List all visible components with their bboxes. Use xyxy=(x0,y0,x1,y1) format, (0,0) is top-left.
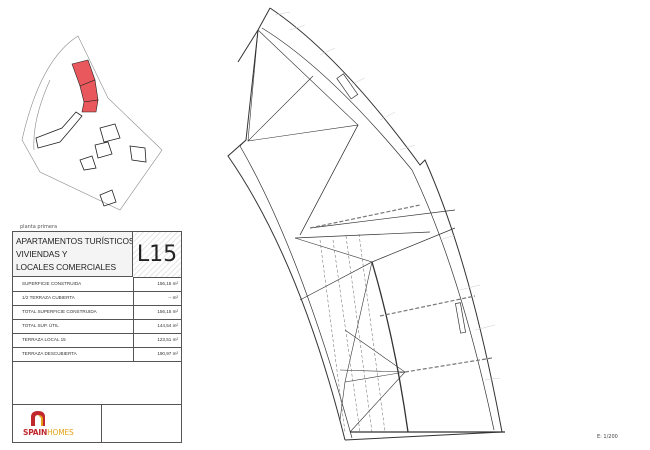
arch-logo-icon xyxy=(31,411,45,426)
table-row: TOTAL SUP. ÚTIL 144,54 m² xyxy=(13,319,181,334)
cell-divider xyxy=(133,291,134,305)
room-divider-lines xyxy=(294,209,456,301)
row-value: 144,54 m² xyxy=(157,323,178,328)
inner-wall-2 xyxy=(239,139,353,439)
cell-divider xyxy=(133,333,134,347)
row-label: TOTAL SUP. ÚTIL xyxy=(22,323,59,328)
key-plan-caption: planta primera xyxy=(20,224,58,230)
logo-text: HOMES xyxy=(47,428,74,437)
unit-code: L15 xyxy=(133,232,181,278)
row-label: SUPERFICIE CONSTRUIDA xyxy=(22,281,82,286)
project-title: APARTAMENTOS TURÍSTICOS, VIVIENDAS Y LOC… xyxy=(13,232,133,277)
outer-wall xyxy=(237,7,503,441)
stair-lines xyxy=(319,233,386,433)
row-label: TERRAZA LOCAL 15 xyxy=(22,337,66,342)
hatching xyxy=(274,11,501,381)
inner-wall xyxy=(227,29,346,441)
roof-slope-lines xyxy=(247,75,314,142)
key-plan xyxy=(21,35,163,211)
roof-slope-lines xyxy=(247,29,359,236)
other-units xyxy=(35,111,147,207)
outer-wall-inner-line xyxy=(261,27,495,431)
cell-divider xyxy=(133,305,134,319)
cell-divider xyxy=(133,277,134,291)
room-divider-lines xyxy=(339,369,406,383)
roof-slope-lines xyxy=(299,124,359,236)
row-value: 156,15 m² xyxy=(157,309,178,314)
table-row: SUPERFICIE CONSTRUIDA 156,15 m² xyxy=(13,277,181,292)
row-value: 156,15 m² xyxy=(157,281,178,286)
highlighted-unit xyxy=(71,59,99,113)
table-row: TOTAL SUPERFICIE CONSTRUIDA 156,15 m² xyxy=(13,305,181,320)
row-value: 123,51 m² xyxy=(157,337,178,342)
table-row: TERRAZA DESCUBIERTA 190,97 m² xyxy=(13,347,181,362)
partition-wall xyxy=(371,261,409,433)
title-line: APARTAMENTOS TURÍSTICOS, xyxy=(16,236,133,246)
unit-info-table: APARTAMENTOS TURÍSTICOS, VIVIENDAS Y LOC… xyxy=(12,231,182,443)
planter xyxy=(455,302,466,334)
row-value: 190,97 m² xyxy=(157,351,178,356)
planter xyxy=(336,73,359,100)
title-line: LOCALES COMERCIALES xyxy=(16,262,117,272)
table-row: TERRAZA LOCAL 15 123,51 m² xyxy=(13,333,181,348)
logo-text: SPAIN xyxy=(23,428,48,437)
spainhomes-logo: SPAINHOMES xyxy=(13,404,102,443)
dashed-dividers xyxy=(309,204,493,373)
row-label: TOTAL SUPERFICIE CONSTRUIDA xyxy=(22,309,97,314)
row-label: 1/2 TERRAZA CUBIERTA xyxy=(22,295,75,300)
row-label: TERRAZA DESCUBIERTA xyxy=(22,351,77,356)
empty-cell xyxy=(101,404,181,443)
table-row: 1/2 TERRAZA CUBIERTA -- m² xyxy=(13,291,181,306)
scale-label: E: 1/200 xyxy=(597,434,618,440)
row-value: -- m² xyxy=(168,295,178,300)
cell-divider xyxy=(133,319,134,333)
logo-wordmark: SPAINHOMES xyxy=(23,428,74,437)
site-outline xyxy=(21,35,163,211)
cell-divider xyxy=(133,347,134,361)
title-line: VIVIENDAS Y xyxy=(16,249,68,259)
